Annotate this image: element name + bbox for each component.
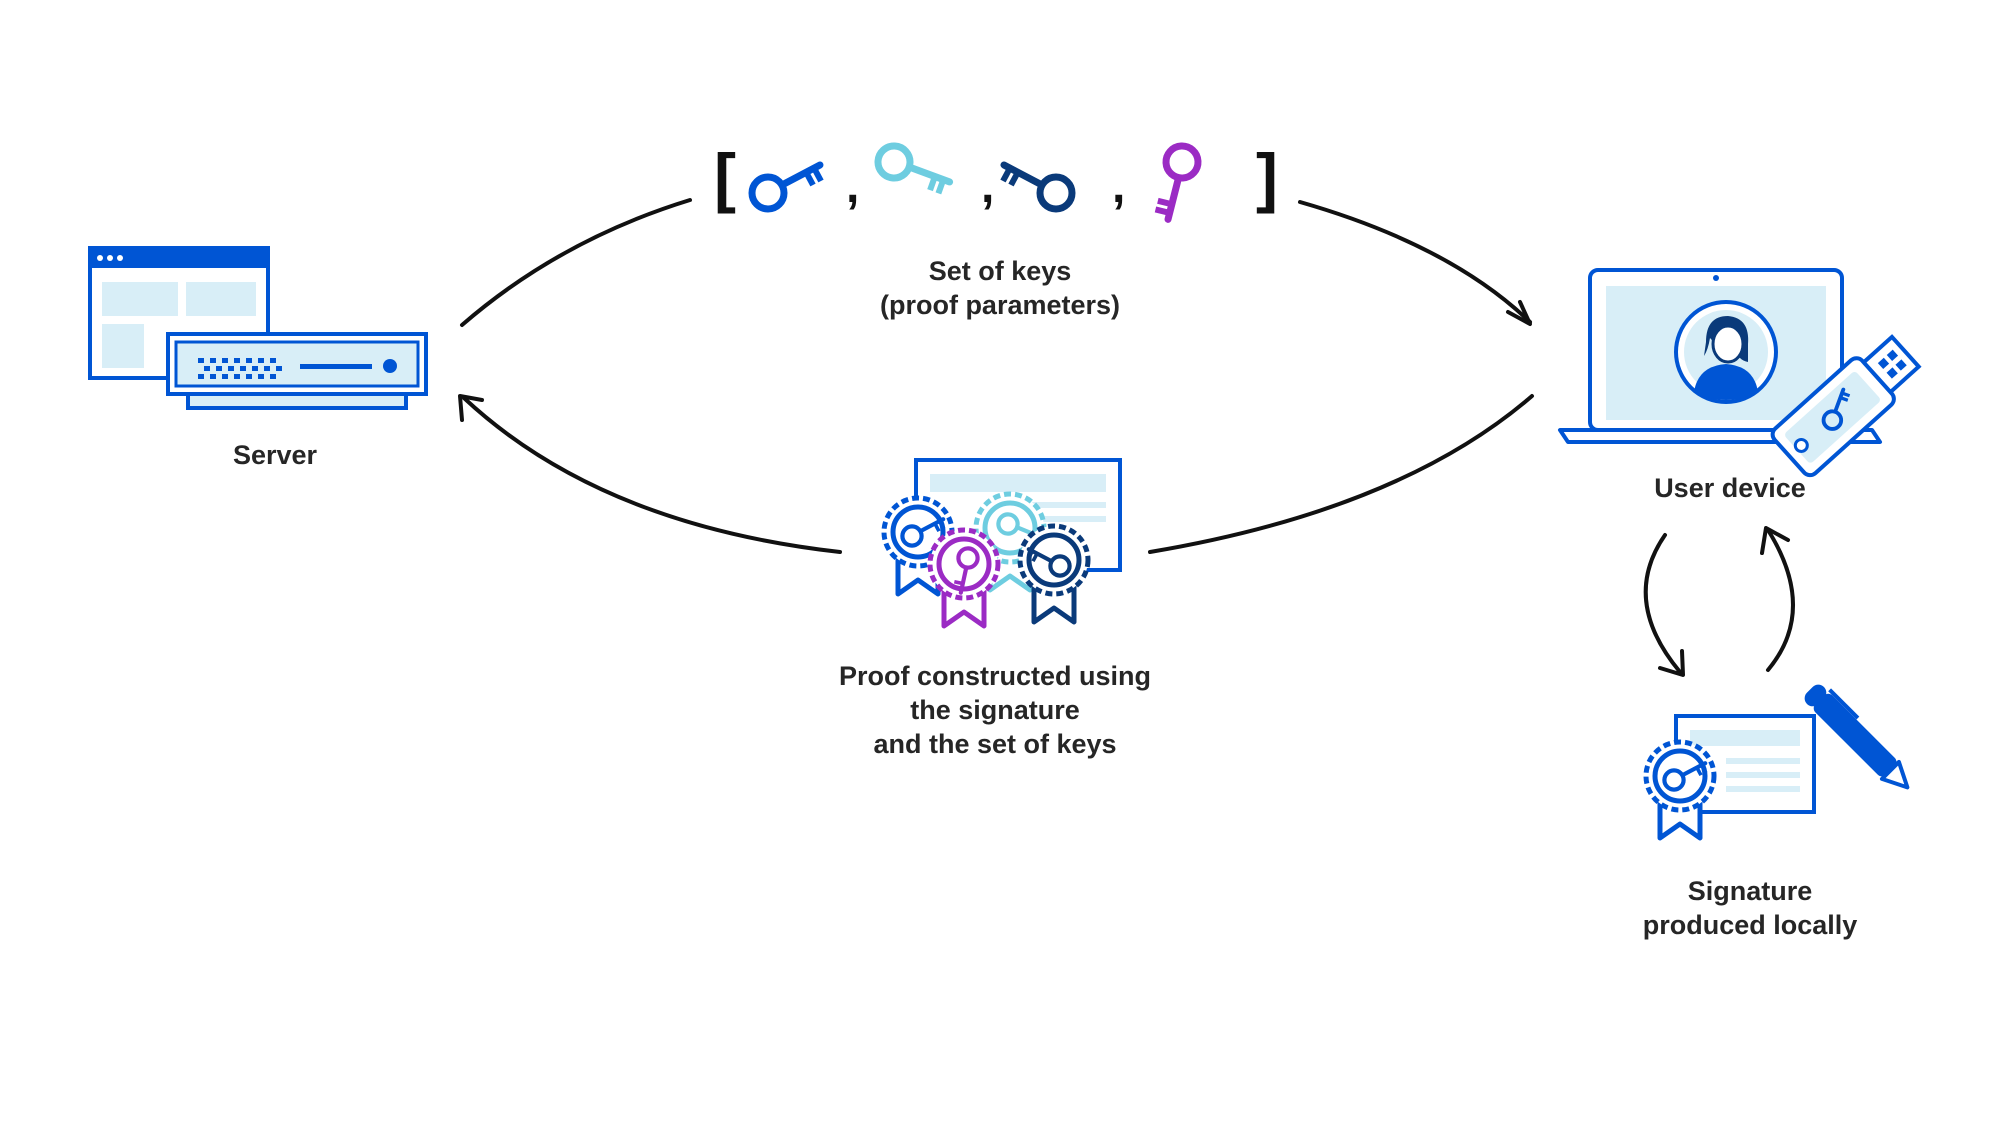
usb-security-key-icon [1770,334,1922,478]
proof-label-line2: the signature [910,695,1080,725]
user-device-label: User device [1620,471,1840,505]
user-device-label-text: User device [1654,473,1806,503]
key-icon [1135,139,1214,220]
key-separator: , [1112,160,1125,213]
keys-label-line1: Set of keys [928,256,1072,286]
signed-certificate-icon [1646,684,1910,838]
arrow-server-to-user [460,198,1532,327]
certificate-with-badges-icon [884,458,1122,626]
server-label-text: Server [232,440,318,470]
keys-label-line2: (proof parameters) [879,290,1121,320]
signature-label-line2: produced locally [1642,910,1858,940]
keys-set: [ , , , ] [714,131,1278,220]
signature-label: Signature produced locally [1600,874,1900,942]
key-icon [871,131,950,212]
key-icon [1003,165,1072,209]
signature-label-line1: Signature [1687,876,1813,906]
pen-icon [1804,684,1910,790]
avatar-icon [1674,300,1778,404]
key-separator: , [846,160,859,213]
proof-label: Proof constructed using the signature an… [810,659,1180,761]
bracket-close: ] [1256,140,1278,214]
keys-label: Set of keys (proof parameters) [860,254,1140,322]
key-separator: , [981,160,994,213]
key-icon [752,165,821,209]
server-label: Server [175,438,375,472]
arrow-user-to-signature [1643,533,1685,677]
server-icon [88,246,428,410]
bracket-open: [ [714,140,736,214]
proof-label-line3: and the set of keys [873,729,1117,759]
arrow-user-to-server [458,394,1534,554]
arrow-signature-to-user [1760,526,1795,672]
proof-label-line1: Proof constructed using [838,661,1152,691]
